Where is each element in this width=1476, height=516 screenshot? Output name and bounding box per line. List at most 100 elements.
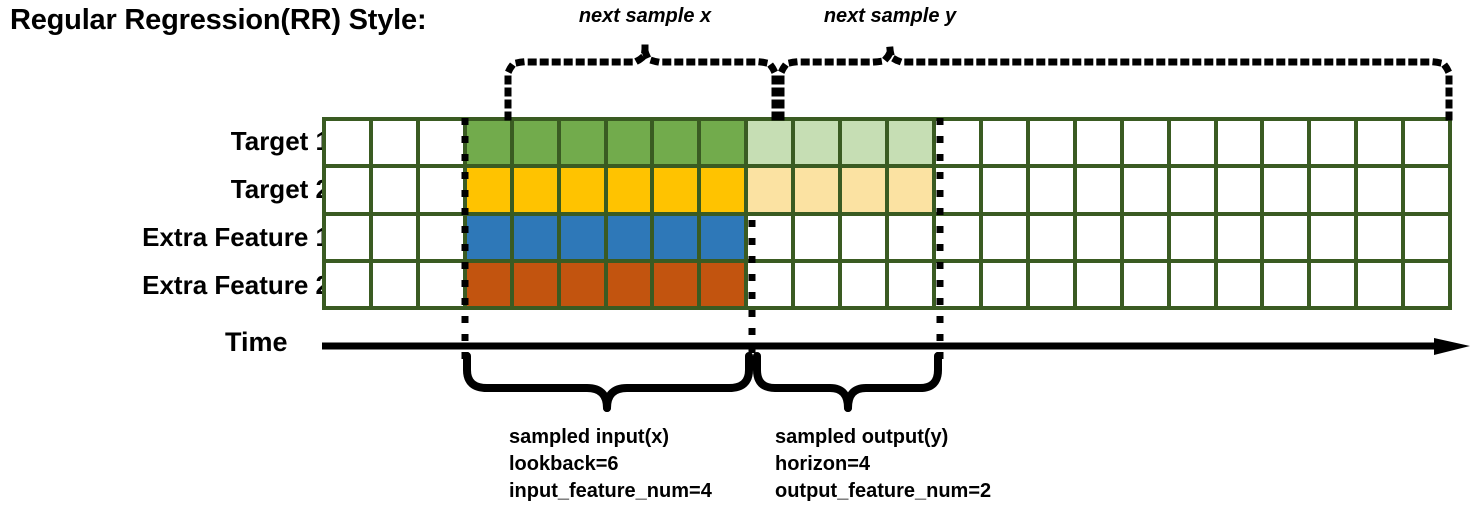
timeseries-grid: [322, 117, 1452, 310]
grid-cell: [1123, 168, 1167, 212]
bottom-brace-output-right: [844, 352, 942, 412]
grid-cell: [982, 262, 1026, 306]
grid-cell: [560, 215, 604, 259]
grid-cell: [1311, 121, 1355, 165]
grid-cell: [1217, 262, 1261, 306]
grid-cell: [607, 168, 651, 212]
brace-y-left-half: [777, 44, 894, 121]
grid-cell: [560, 168, 604, 212]
grid-cell: [654, 121, 698, 165]
grid-cell: [748, 168, 792, 212]
grid-cell: [419, 121, 463, 165]
grid-cell: [1405, 262, 1449, 306]
time-axis-arrow: [322, 338, 1470, 355]
grid-cell: [419, 262, 463, 306]
grid-cell: [889, 262, 932, 306]
grid-row-target-2: [326, 168, 1449, 212]
grid-cell: [1358, 262, 1402, 306]
caption-sampled-output-horizon: horizon=4: [775, 453, 871, 475]
grid-row-extra-feature-1: [326, 215, 1449, 259]
caption-sampled-output-feature-num: output_feature_num=2: [775, 480, 992, 502]
grid-cell: [1405, 215, 1449, 259]
grid-cell: [1264, 215, 1308, 259]
grid-cell: [654, 215, 698, 259]
grid-cell: [1076, 262, 1120, 306]
grid-cell: [982, 215, 1026, 259]
grid-cell: [466, 121, 510, 165]
bottom-brace-output-left: [753, 352, 852, 412]
grid-cell: [654, 168, 698, 212]
grid-cell: [1217, 121, 1261, 165]
grid-cell: [326, 121, 369, 165]
time-axis-arrowhead: [1434, 338, 1470, 355]
grid-cell: [1170, 121, 1214, 165]
grid-cell: [889, 121, 932, 165]
grid-cell: [326, 215, 369, 259]
grid-cell: [466, 168, 510, 212]
caption-sampled-input-feature-num: input_feature_num=4: [509, 480, 712, 502]
grid-cell: [607, 121, 651, 165]
grid-cell: [1217, 215, 1261, 259]
grid-cell: [1358, 215, 1402, 259]
bottom-braces: [463, 352, 942, 412]
grid-cell: [1264, 168, 1308, 212]
grid-cell: [1358, 121, 1402, 165]
grid-cell: [701, 215, 745, 259]
grid-cell: [372, 215, 416, 259]
grid-cell: [513, 168, 557, 212]
brace-y-right-half: [886, 44, 1453, 121]
grid-cell: [1029, 215, 1073, 259]
grid-cell: [466, 215, 510, 259]
row-label-extra-feature-2: Extra Feature 2: [142, 270, 330, 300]
bottom-brace-input-right: [603, 352, 753, 412]
grid-cell: [560, 121, 604, 165]
grid-cell: [842, 262, 886, 306]
grid-cell: [795, 262, 839, 306]
top-brace-label-next-sample-y: next sample y: [823, 5, 957, 27]
grid-cell: [1358, 168, 1402, 212]
grid-cell: [326, 168, 369, 212]
grid-cell: [513, 215, 557, 259]
grid-cell: [1029, 168, 1073, 212]
grid-cell: [560, 262, 604, 306]
grid-cell: [372, 262, 416, 306]
grid-cell: [795, 215, 839, 259]
grid-cell: [1170, 168, 1214, 212]
grid-cell: [326, 262, 369, 306]
grid-cell: [1405, 168, 1449, 212]
grid-cell: [1311, 262, 1355, 306]
top-brace-label-next-sample-x: next sample x: [578, 5, 712, 27]
grid-cell: [842, 121, 886, 165]
grid-cell: [513, 262, 557, 306]
grid-cell: [889, 215, 932, 259]
grid-cell: [701, 121, 745, 165]
grid-cell: [1029, 262, 1073, 306]
grid-cell: [607, 215, 651, 259]
grid-cell: [842, 215, 886, 259]
time-axis-label: Time: [225, 327, 288, 357]
grid-row-extra-feature-2: [326, 262, 1449, 306]
row-label-extra-feature-1: Extra Feature 1: [142, 222, 330, 252]
dotted-drop-lines: [461, 118, 944, 370]
grid-cell: [701, 168, 745, 212]
grid-cell: [513, 121, 557, 165]
grid-cell: [1123, 121, 1167, 165]
brace-x-left-half: [504, 44, 649, 121]
grid-cell: [795, 168, 839, 212]
grid-cell: [701, 262, 745, 306]
grid-cell: [982, 168, 1026, 212]
grid-cell: [935, 215, 979, 259]
page-title: Regular Regression(RR) Style:: [10, 4, 427, 36]
caption-sampled-output-title: sampled output(y): [775, 426, 949, 448]
grid-cell: [607, 262, 651, 306]
grid-cell: [1311, 215, 1355, 259]
brace-x-right-half: [641, 44, 779, 121]
grid-cell: [654, 262, 698, 306]
caption-sampled-input-title: sampled input(x): [509, 426, 670, 448]
grid-cell: [1311, 168, 1355, 212]
grid-cell: [1123, 215, 1167, 259]
grid-cell: [466, 262, 510, 306]
grid-cell: [1076, 168, 1120, 212]
grid-cell: [1170, 215, 1214, 259]
grid-cell: [419, 168, 463, 212]
